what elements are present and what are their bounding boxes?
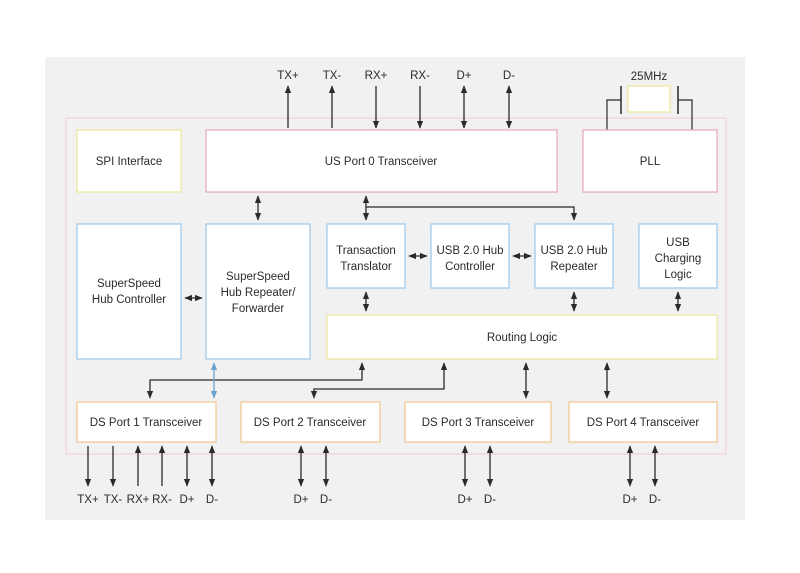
ss-hub-controller-line2: Hub Controller bbox=[92, 294, 166, 306]
ds-port2-box bbox=[240, 401, 381, 443]
usb2-hub-repeater-block: USB 2.0 Hub Repeater bbox=[534, 223, 614, 289]
ds1-pin-label-txp: TX+ bbox=[77, 494, 99, 506]
ds-port4-transceiver-block: DS Port 4 Transceiver bbox=[568, 401, 718, 443]
ds-port1-box bbox=[76, 401, 217, 443]
ds-port3-label: DS Port 3 Transceiver bbox=[422, 417, 535, 429]
ss-hub-repeater-line3: Forwarder bbox=[232, 303, 285, 315]
ds-port4-label: DS Port 4 Transceiver bbox=[587, 417, 700, 429]
usb2-hub-controller-line2: Controller bbox=[445, 261, 495, 273]
routing-logic-label: Routing Logic bbox=[487, 332, 558, 344]
ds-port3-box bbox=[404, 401, 552, 443]
usb-charging-box bbox=[638, 223, 718, 289]
us-port0-label: US Port 0 Transceiver bbox=[325, 156, 438, 168]
ds-port3-transceiver-block: DS Port 3 Transceiver bbox=[404, 401, 552, 443]
usb2-hub-repeater-line1: USB 2.0 Hub bbox=[540, 245, 607, 257]
superspeed-hub-repeater-block: SuperSpeed Hub Repeater/ Forwarder bbox=[205, 223, 311, 360]
pin-label-txp: TX+ bbox=[277, 70, 299, 82]
crystal-wire-right bbox=[678, 99, 693, 130]
ds-port1-label: DS Port 1 Transceiver bbox=[90, 417, 203, 429]
usb2-hub-repeater-box bbox=[534, 223, 614, 289]
ds3-pin-label-dp: D+ bbox=[457, 494, 472, 506]
chip-outline bbox=[65, 117, 727, 455]
usb2-hub-controller-block: USB 2.0 Hub Controller bbox=[430, 223, 510, 289]
ds-port4-box bbox=[568, 401, 718, 443]
conn-trunk-bar bbox=[362, 206, 578, 221]
ss-hub-controller-line1: SuperSpeed bbox=[97, 278, 161, 290]
crystal-label: 25MHz bbox=[631, 71, 668, 83]
usb-charging-line2: Charging bbox=[655, 253, 702, 265]
pin-label-dn: D- bbox=[503, 70, 515, 82]
crystal-25mhz: 25MHz bbox=[606, 71, 693, 130]
ds1-pin-label-txn: TX- bbox=[104, 494, 123, 506]
ds-port2-label: DS Port 2 Transceiver bbox=[254, 417, 367, 429]
us-port0-box bbox=[205, 129, 558, 193]
ds-port2-transceiver-block: DS Port 2 Transceiver bbox=[240, 401, 381, 443]
usb2-hub-controller-box bbox=[430, 223, 510, 289]
transaction-translator-line2: Translator bbox=[340, 261, 392, 273]
usb-charging-line1: USB bbox=[666, 237, 690, 249]
superspeed-hub-controller-block: SuperSpeed Hub Controller bbox=[76, 223, 182, 360]
bottom-pin-labels: TX+ TX- RX+ RX- D+ D- D+ D- D+ D- D+ D- bbox=[77, 494, 661, 506]
pin-label-dp: D+ bbox=[456, 70, 471, 82]
crystal-wire-left bbox=[606, 99, 621, 130]
pll-label: PLL bbox=[640, 156, 661, 168]
ds4-pin-label-dp: D+ bbox=[622, 494, 637, 506]
ds1-pin-label-dp: D+ bbox=[179, 494, 194, 506]
spi-interface-box bbox=[76, 129, 182, 193]
pin-label-txn: TX- bbox=[323, 70, 342, 82]
bottom-pins bbox=[84, 445, 659, 487]
crystal-box bbox=[627, 85, 671, 113]
spi-interface-block: SPI Interface bbox=[76, 129, 182, 193]
top-pins: TX+ TX- RX+ RX- D+ D- bbox=[277, 70, 515, 129]
ds3-pin-label-dn: D- bbox=[484, 494, 496, 506]
pll-box bbox=[582, 129, 718, 193]
ds1-pin-label-rxp: RX+ bbox=[127, 494, 150, 506]
pll-block: PLL bbox=[582, 129, 718, 193]
usb-charging-line3: Logic bbox=[664, 269, 692, 281]
ds1-pin-label-rxn: RX- bbox=[152, 494, 172, 506]
ds-port1-transceiver-block: DS Port 1 Transceiver bbox=[76, 401, 217, 443]
ds1-pin-label-dn: D- bbox=[206, 494, 218, 506]
ds2-pin-label-dp: D+ bbox=[293, 494, 308, 506]
ds4-pin-label-dn: D- bbox=[649, 494, 661, 506]
usb2-hub-controller-line1: USB 2.0 Hub bbox=[436, 245, 503, 257]
pin-label-rxp: RX+ bbox=[365, 70, 388, 82]
ss-hub-repeater-line1: SuperSpeed bbox=[226, 271, 290, 283]
usb-charging-logic-block: USB Charging Logic bbox=[638, 223, 718, 289]
spi-interface-label: SPI Interface bbox=[96, 156, 162, 168]
us-port0-transceiver-block: US Port 0 Transceiver bbox=[205, 129, 558, 193]
pin-label-rxn: RX- bbox=[410, 70, 430, 82]
transaction-translator-line1: Transaction bbox=[336, 245, 396, 257]
ds2-pin-label-dn: D- bbox=[320, 494, 332, 506]
ss-hub-controller-box bbox=[76, 223, 182, 360]
conn-routing-ds2 bbox=[310, 362, 448, 399]
ss-hub-repeater-box bbox=[205, 223, 311, 360]
transaction-translator-block: Transaction Translator bbox=[326, 223, 406, 289]
usb2-hub-repeater-line2: Repeater bbox=[550, 261, 597, 273]
routing-logic-box bbox=[326, 314, 718, 360]
routing-logic-block: Routing Logic bbox=[326, 314, 718, 360]
internal-connections bbox=[146, 195, 682, 399]
transaction-translator-box bbox=[326, 223, 406, 289]
ss-hub-repeater-line2: Hub Repeater/ bbox=[221, 287, 297, 299]
